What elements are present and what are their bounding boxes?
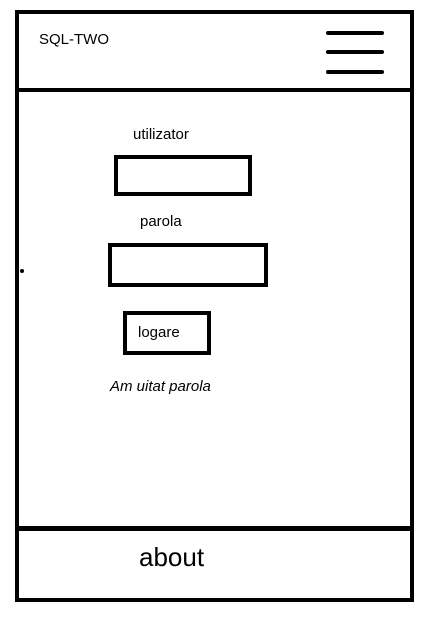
hamburger-icon-line — [326, 70, 384, 74]
about-link[interactable]: about — [139, 542, 205, 572]
login-button[interactable]: logare — [123, 311, 211, 355]
header-divider — [15, 88, 414, 92]
hamburger-menu-button[interactable] — [322, 28, 388, 78]
username-label: utilizator — [133, 126, 189, 143]
footer-divider — [15, 526, 414, 531]
phone-frame — [15, 10, 414, 602]
hamburger-icon-line — [326, 50, 384, 54]
stray-mark — [20, 269, 24, 273]
app-title: SQL-TWO — [39, 31, 109, 48]
password-label: parola — [140, 213, 182, 230]
hamburger-icon-line — [326, 31, 384, 35]
username-field[interactable] — [114, 155, 252, 196]
password-field[interactable] — [108, 243, 268, 287]
forgot-password-link[interactable]: Am uitat parola — [110, 378, 211, 395]
